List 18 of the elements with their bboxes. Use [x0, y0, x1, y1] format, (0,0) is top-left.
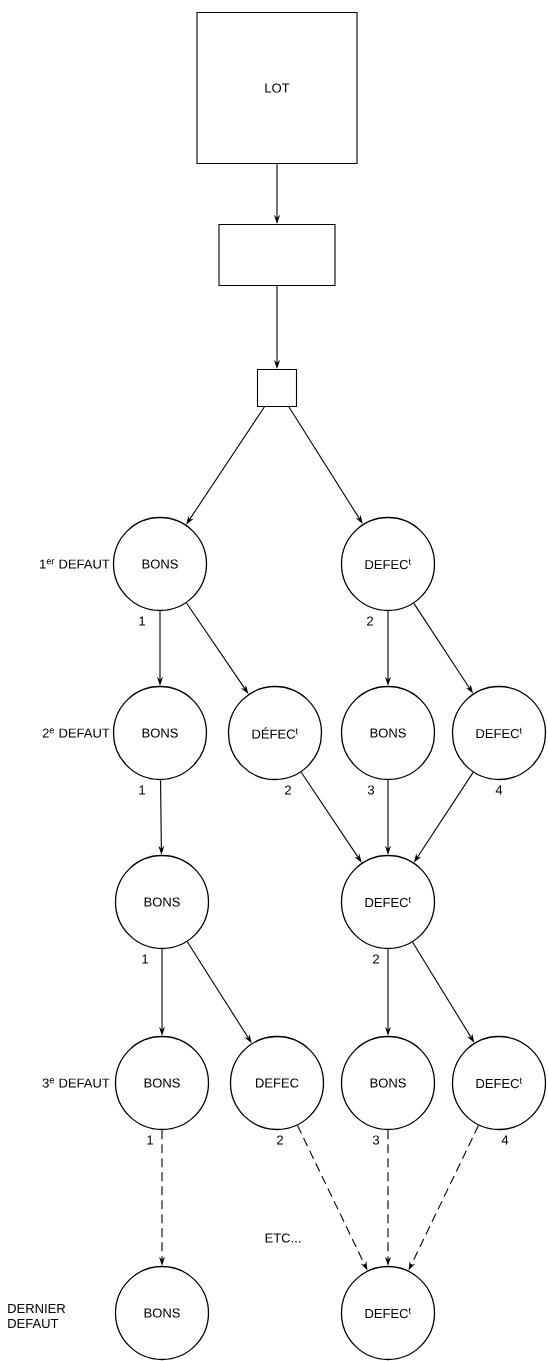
step-number: 2 [277, 1135, 283, 1145]
step-number: 2 [285, 785, 291, 795]
step-number: 2 [373, 954, 379, 964]
step-number: 1 [147, 1135, 153, 1145]
step-number: 4 [501, 1135, 509, 1145]
step-number: 4 [495, 785, 503, 795]
step-number: 1 [139, 616, 145, 626]
note: ETC... [265, 1233, 301, 1243]
row-label: DERNIER DEFAUT [8, 1303, 66, 1329]
empty-box [256, 368, 298, 408]
step-number: 3 [367, 785, 375, 795]
step-number: 1 [139, 785, 145, 795]
step-number: 2 [367, 616, 373, 626]
step-number: 3 [372, 1135, 380, 1145]
arrow [185, 602, 249, 694]
step-number: 1 [142, 954, 148, 964]
empty-box [218, 223, 336, 287]
process-box: LOT [196, 11, 358, 165]
